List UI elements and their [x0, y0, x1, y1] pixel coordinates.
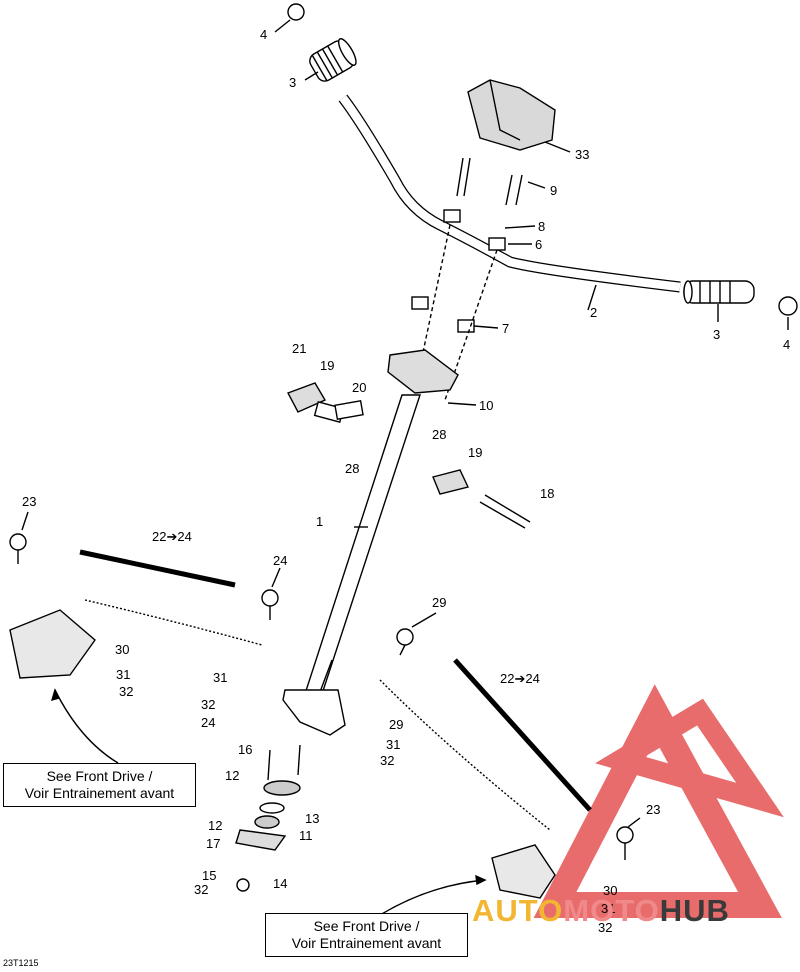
callout-33-pad: 33: [575, 147, 590, 162]
callout-12-lower-plate: 12: [208, 818, 223, 833]
callout-17-nut: 17: [206, 836, 221, 851]
callout-32-left-pin: 32: [119, 684, 134, 699]
callout-22-24-right-tie-rod: 22➔24: [500, 671, 540, 686]
callout-31-left-nut: 31: [116, 667, 131, 682]
callout-30-left-nut: 30: [115, 642, 130, 657]
callout-12-upper-plate: 12: [225, 768, 240, 783]
callout-32-bottom-pin: 32: [194, 882, 209, 897]
callout-20-bushing: 20: [352, 380, 367, 395]
callout-4-left-end-cap: 4: [260, 27, 268, 42]
callout-32-right-pin: 32: [380, 753, 395, 768]
right-end-cap: [778, 296, 798, 316]
callout-8-washer: 8: [538, 219, 546, 234]
callout-24-left-outer-joint: 24: [273, 553, 288, 568]
callout-14-washer: 14: [273, 876, 288, 891]
watermark-part-1: AUTO: [472, 893, 564, 928]
left-knuckle: [9, 609, 96, 679]
callout-15-nut: 15: [202, 868, 217, 883]
callout-11-bearing: 11: [299, 828, 313, 843]
watermark-logo-shape: [533, 684, 784, 918]
callout-9-bolts: 9: [550, 183, 558, 198]
callout-23-right-ball-joint: 23: [646, 802, 661, 817]
callout-21-nut: 21: [292, 341, 307, 356]
note-line-2: Voir Entrainement avant: [24, 785, 175, 801]
callout-2-handlebar: 2: [590, 305, 598, 320]
callout-19-lower-bearing: 19: [468, 445, 483, 460]
watermark-part-3: HUB: [659, 893, 730, 928]
callout-10-nut: 10: [479, 398, 494, 413]
callout-7-lower-clamp: 7: [502, 321, 510, 336]
callout-22-24-left-tie-rod: 22➔24: [152, 529, 192, 544]
note-line-2: Voir Entrainement avant: [291, 935, 442, 951]
front-drive-note-left: See Front Drive / Voir Entrainement avan…: [3, 763, 196, 807]
callout-31-right-nut: 31: [386, 737, 401, 752]
callout-1-steering-column: 1: [316, 514, 324, 529]
callout-32-center-pin: 24: [201, 715, 216, 730]
callout-23-left-ball-joint: 23: [22, 494, 37, 509]
right-knuckle: [491, 844, 556, 899]
callout-19-upper-bearing: 19: [320, 358, 335, 373]
drawing-code: 23T1215: [3, 958, 39, 968]
right-grip: [683, 280, 755, 304]
note-line-1: See Front Drive /: [313, 918, 420, 934]
callout-32-right-lower-pin: 32: [598, 920, 613, 935]
callout-13-seal: 13: [305, 811, 320, 826]
callout-28-right-clip: 28: [432, 427, 447, 442]
watermark-text: AUTOMOTOHUB: [472, 893, 730, 929]
callout-3-right-grip: 3: [713, 327, 721, 342]
callout-28-left-clip: 28: [345, 461, 360, 476]
callout-18-bolt: 18: [540, 486, 555, 501]
handlebar-pad: [467, 79, 556, 151]
callout-6-upper-clamp: 6: [535, 237, 543, 252]
callout-30-right-nut: 30: [603, 883, 618, 898]
note-line-1: See Front Drive /: [46, 768, 153, 784]
callout-29-center-washer: 31: [213, 670, 228, 685]
tie-rod-left: [79, 549, 236, 588]
callout-29-right-washer: 29: [389, 717, 404, 732]
callout-31-right-lower-nut: 31: [601, 901, 616, 916]
left-end-cap: [287, 3, 305, 21]
left-grip: [309, 38, 357, 82]
callout-16-bolts: 16: [238, 742, 253, 757]
callout-24-right-outer-joint: 29: [432, 595, 447, 610]
steering-plate: [387, 349, 459, 394]
callout-31-center-nut: 32: [201, 697, 216, 712]
front-drive-note-right: See Front Drive / Voir Entrainement avan…: [265, 913, 468, 957]
steering-column: [302, 394, 421, 701]
watermark-part-2: MOTO: [563, 893, 660, 928]
callout-4-right-end-cap: 4: [783, 337, 791, 352]
tie-rod-right: [453, 658, 592, 812]
callout-3-left-grip: 3: [289, 75, 297, 90]
